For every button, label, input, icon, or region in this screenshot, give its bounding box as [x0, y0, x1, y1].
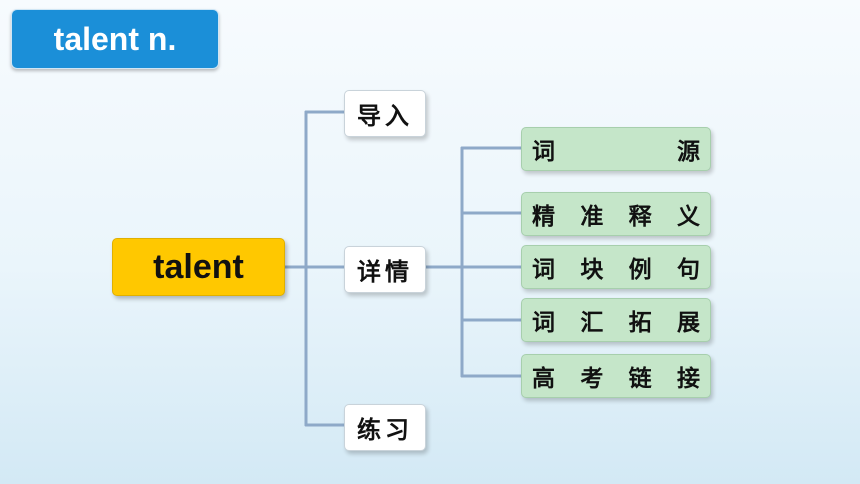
leaf-chunk-examples[interactable]: 词 块 例 句: [521, 245, 711, 289]
leaf-char: 精: [532, 204, 555, 230]
leaf-vocab-expansion[interactable]: 词 汇 拓 展: [521, 298, 711, 342]
leaf-char: 词: [532, 257, 555, 283]
leaf-definition[interactable]: 精 准 释 义: [521, 192, 711, 236]
leaf-char: 展: [676, 310, 700, 336]
leaf-char: 汇: [580, 310, 604, 336]
leaf-char: 块: [580, 257, 604, 283]
leaf-char: 例: [628, 257, 652, 283]
leaf-char: 源: [677, 139, 700, 165]
leaf-exam-links[interactable]: 高 考 链 接: [521, 354, 711, 398]
leaf-char: 义: [676, 204, 700, 230]
leaf-char: 准: [580, 204, 604, 230]
leaf-char: 链: [628, 366, 652, 392]
branch-intro[interactable]: 导入: [344, 90, 426, 137]
leaf-char: 释: [628, 204, 652, 230]
leaf-char: 考: [580, 366, 604, 392]
branch-details[interactable]: 详情: [344, 246, 426, 293]
leaf-char: 拓: [628, 310, 652, 336]
leaf-char: 句: [676, 257, 700, 283]
leaf-char: 接: [676, 366, 700, 392]
leaf-char: 词: [532, 310, 555, 336]
leaf-char: 词: [532, 139, 555, 165]
leaf-char: 高: [532, 366, 555, 392]
leaf-etymology[interactable]: 词 源: [521, 127, 711, 171]
branch-practice[interactable]: 练习: [344, 404, 426, 451]
page-title: talent n.: [11, 9, 219, 69]
root-node[interactable]: talent: [112, 238, 285, 296]
